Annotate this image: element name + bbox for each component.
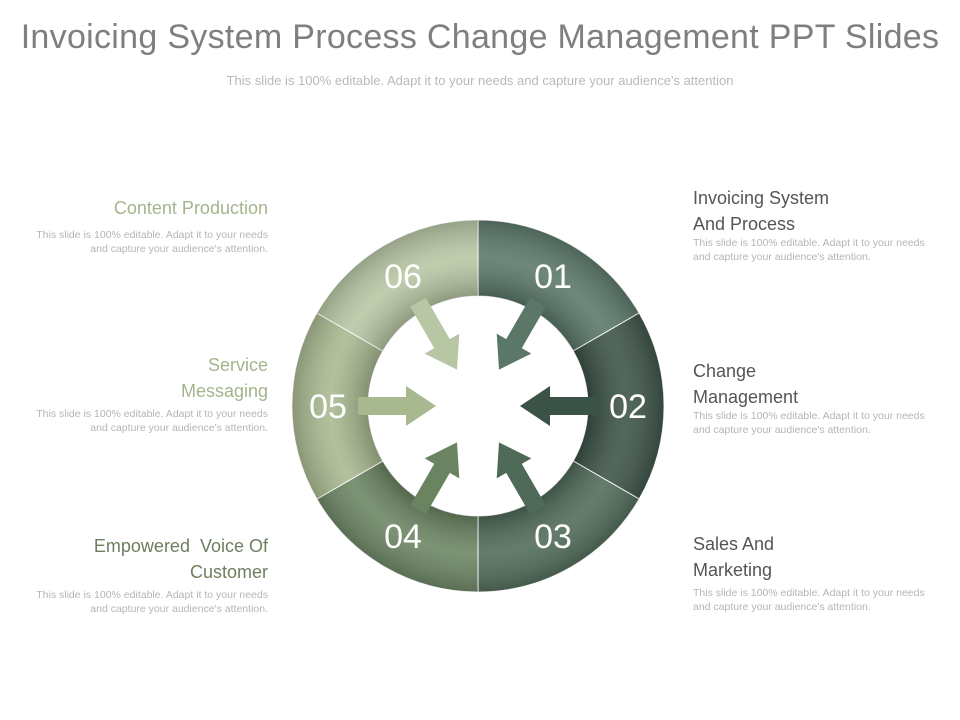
ring-segment-shading bbox=[316, 461, 478, 592]
page-subtitle: This slide is 100% editable. Adapt it to… bbox=[226, 73, 734, 88]
item-service-messaging: Service Messaging This slide is 100% edi… bbox=[28, 352, 268, 435]
segment-number-02: 02 bbox=[609, 388, 647, 426]
arrow-sales-marketing bbox=[496, 442, 546, 515]
arrow-content-production bbox=[410, 297, 460, 370]
item-description: This slide is 100% editable. Adapt it to… bbox=[693, 237, 925, 263]
item-description: This slide is 100% editable. Adapt it to… bbox=[693, 410, 925, 436]
ring-segment-shading bbox=[316, 219, 478, 351]
item-sales-marketing: Sales And Marketing This slide is 100% e… bbox=[693, 531, 933, 614]
item-heading: Empowered Voice Of Customer bbox=[93, 536, 268, 582]
ring-segment-shading bbox=[573, 313, 665, 499]
segment-number-03: 03 bbox=[534, 518, 572, 556]
item-heading: Content Production bbox=[113, 198, 268, 218]
segment-number-05: 05 bbox=[309, 388, 347, 426]
item-description: This slide is 100% editable. Adapt it to… bbox=[36, 589, 268, 615]
item-description: This slide is 100% editable. Adapt it to… bbox=[36, 229, 268, 255]
ring-segment-shading bbox=[478, 220, 640, 351]
item-invoicing-system: Invoicing System And Process This slide … bbox=[693, 185, 933, 264]
item-heading: Invoicing System And Process bbox=[693, 188, 830, 234]
arrow-invoicing bbox=[496, 297, 546, 370]
item-change-management: Change Management This slide is 100% edi… bbox=[693, 358, 933, 437]
arrow-change-management bbox=[520, 386, 598, 426]
item-content-production: Content Production This slide is 100% ed… bbox=[28, 195, 268, 256]
segment-number-01: 01 bbox=[534, 258, 572, 296]
item-description: This slide is 100% editable. Adapt it to… bbox=[693, 587, 925, 613]
item-heading: Sales And Marketing bbox=[693, 534, 775, 580]
item-heading: Change Management bbox=[693, 361, 799, 407]
ring-segment-shading bbox=[478, 461, 640, 592]
segment-number-04: 04 bbox=[384, 518, 422, 556]
page-title: Invoicing System Process Change Manageme… bbox=[20, 18, 940, 56]
item-description: This slide is 100% editable. Adapt it to… bbox=[36, 408, 268, 434]
item-heading: Service Messaging bbox=[180, 355, 268, 401]
arrow-service-messaging bbox=[358, 386, 436, 426]
item-empowered-voice: Empowered Voice Of Customer This slide i… bbox=[28, 533, 268, 616]
arrow-empowered-voice bbox=[410, 442, 460, 515]
segment-number-06: 06 bbox=[384, 258, 422, 296]
ring-segment-shading bbox=[292, 313, 383, 499]
